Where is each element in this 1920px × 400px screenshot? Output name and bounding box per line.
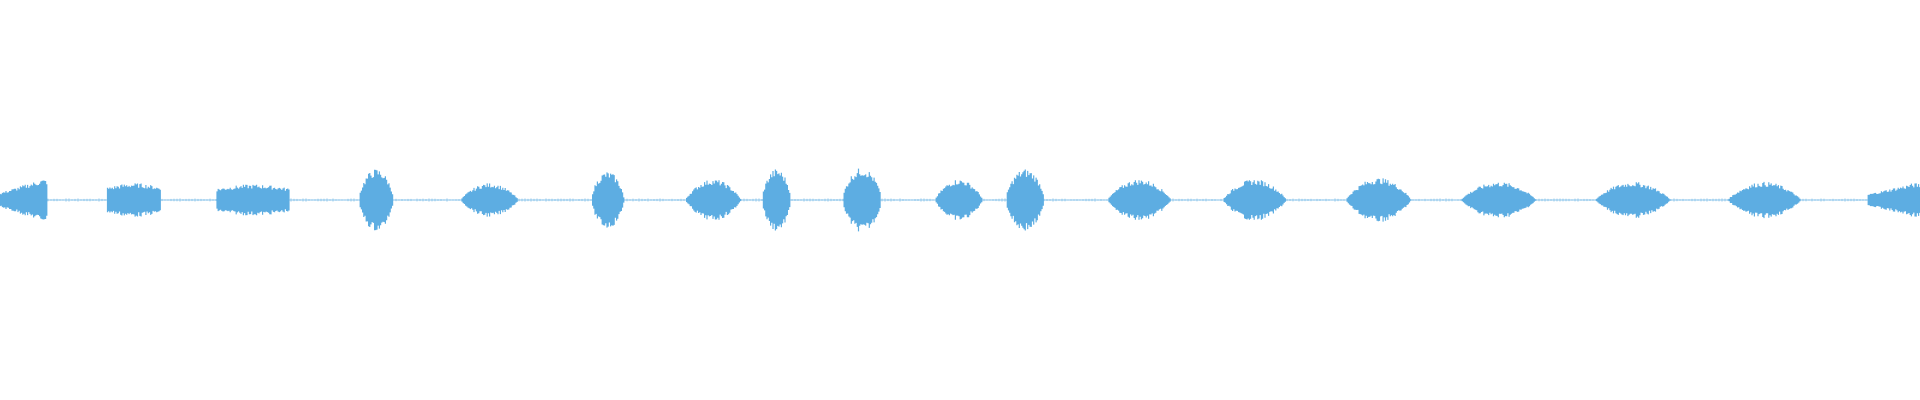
waveform-segment-9 — [843, 168, 881, 232]
waveform-segment-17 — [1728, 181, 1801, 219]
waveform-segment-14 — [1346, 178, 1412, 222]
waveform-segment-15 — [1461, 182, 1537, 218]
waveform-segment-10 — [935, 180, 983, 220]
waveform-segment-2 — [106, 183, 161, 217]
waveform-segment-6 — [592, 172, 625, 228]
waveform-segment-16 — [1596, 182, 1671, 218]
waveform-segment-1 — [0, 180, 48, 220]
waveform-segments — [0, 168, 1920, 232]
waveform-segment-12 — [1108, 180, 1171, 220]
waveform-segment-5 — [461, 183, 518, 217]
waveform-segment-7 — [686, 180, 742, 220]
waveform-segment-8 — [762, 169, 791, 231]
waveform-segment-3 — [216, 184, 290, 216]
waveform-segment-4 — [359, 169, 394, 231]
waveform-segment-11 — [1006, 169, 1044, 231]
waveform-segment-18 — [1867, 183, 1920, 217]
waveform-segment-13 — [1223, 180, 1286, 220]
